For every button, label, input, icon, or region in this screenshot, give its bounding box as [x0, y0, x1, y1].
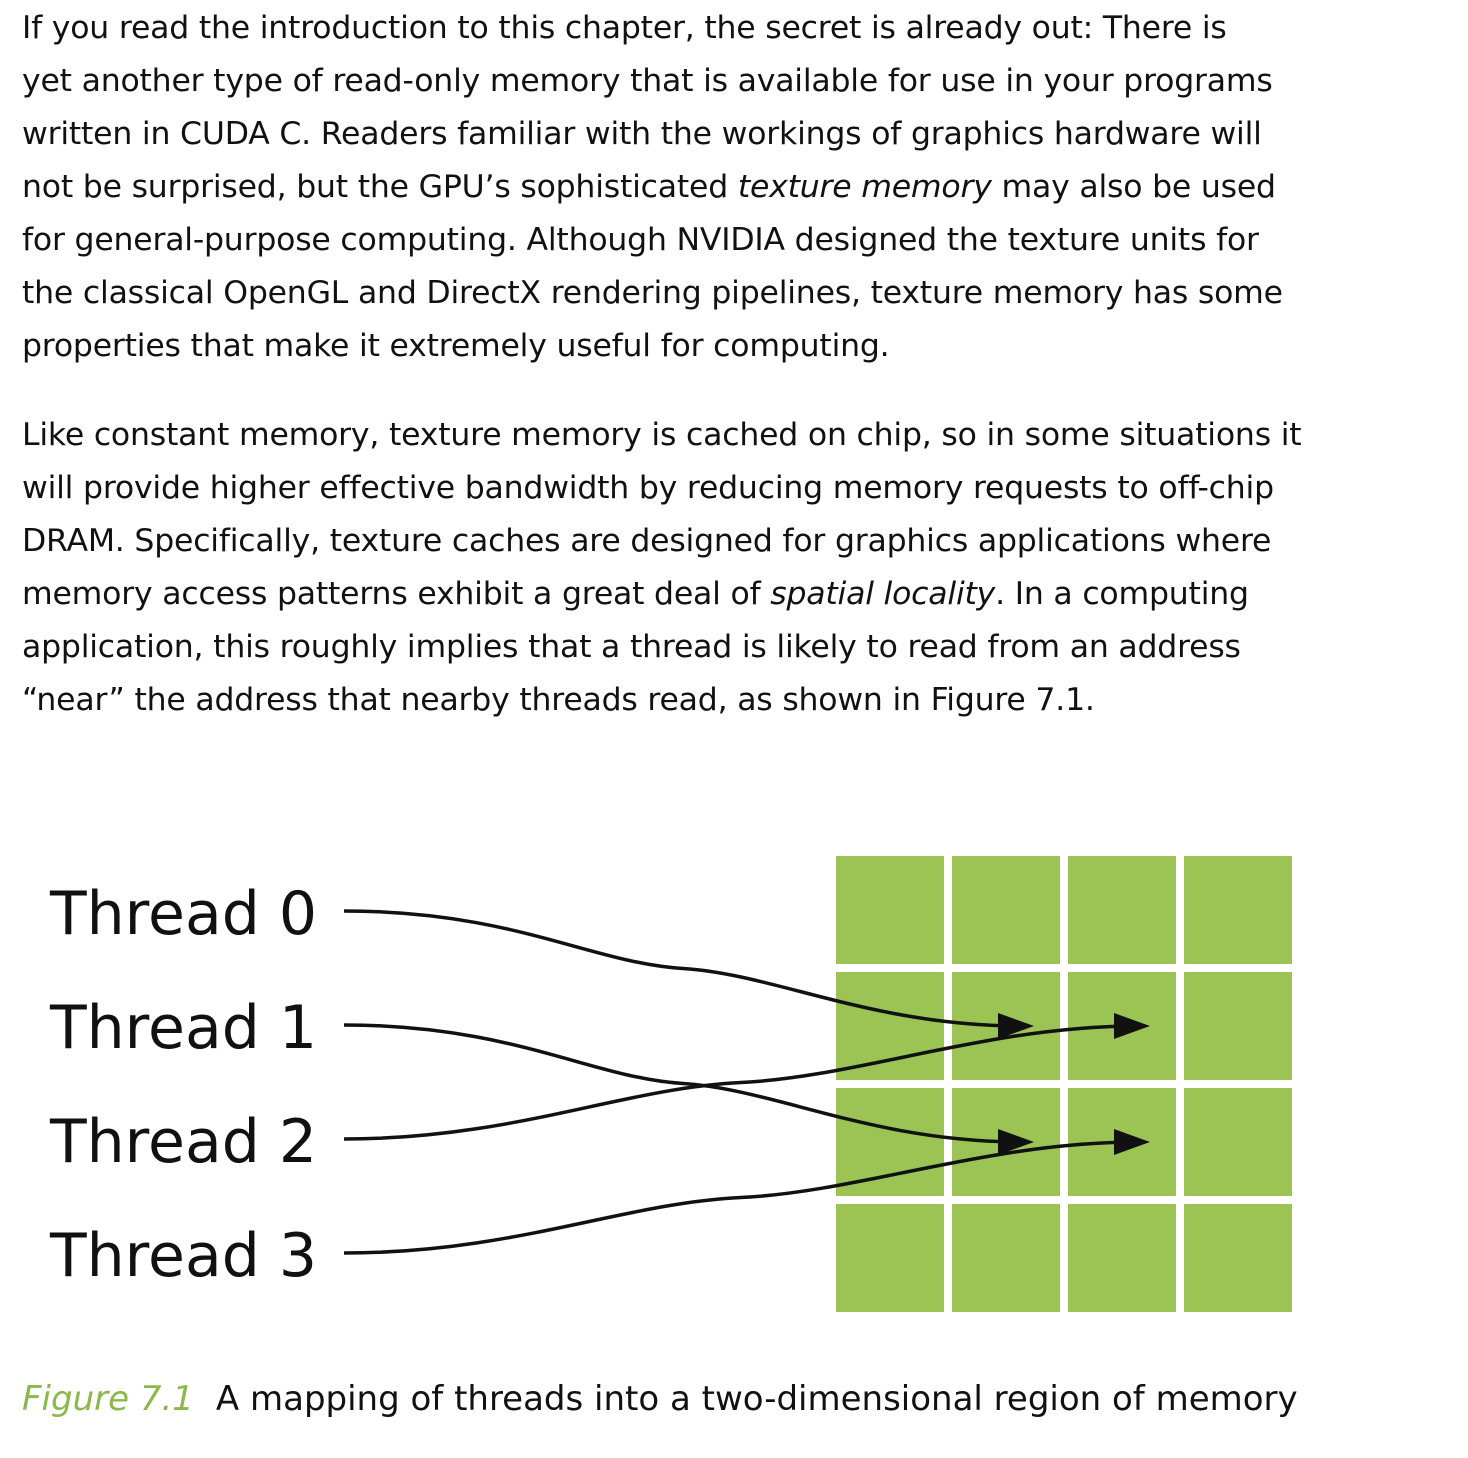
memory-cell-r1-c3	[1184, 972, 1292, 1080]
arrowhead-thread-1	[998, 1129, 1034, 1155]
memory-cell-r2-c3	[1184, 1088, 1292, 1196]
thread-label-3: Thread 3	[49, 1221, 317, 1291]
text-fragment: not be surprised, but the GPU’s sophisti…	[22, 169, 738, 205]
memory-cell-r3-c2	[1068, 1204, 1176, 1312]
memory-cell-r0-c1	[952, 856, 1060, 964]
figure-number: Figure 7.1	[22, 1379, 194, 1419]
text-line: for general-purpose computing. Although …	[22, 222, 1259, 258]
arrowhead-thread-0	[998, 1013, 1034, 1039]
mapping-arrows	[343, 909, 1150, 1255]
emphasis-texture-memory: texture memory	[737, 169, 992, 205]
emphasis-spatial-locality: spatial locality	[770, 576, 996, 612]
text-line: DRAM. Specifically, texture caches are d…	[22, 523, 1272, 559]
memory-cell-r3-c3	[1184, 1204, 1292, 1312]
text-line: application, this roughly implies that a…	[22, 629, 1241, 665]
thread-label-0: Thread 0	[49, 879, 317, 949]
text-fragment: memory access patterns exhibit a great d…	[22, 576, 771, 612]
memory-cell-r0-c0	[836, 856, 944, 964]
text-line: yet another type of read-only memory tha…	[22, 63, 1273, 99]
text-line: the classical OpenGL and DirectX renderi…	[22, 275, 1283, 311]
memory-cell-r2-c0	[836, 1088, 944, 1196]
arrowhead-thread-2	[1114, 1013, 1150, 1039]
arrow-thread-3	[343, 1138, 1139, 1255]
thread-label-2: Thread 2	[49, 1107, 317, 1177]
memory-cell-r0-c3	[1184, 856, 1292, 964]
paragraph-2: Like constant memory, texture memory is …	[22, 409, 1462, 727]
thread-label-1: Thread 1	[49, 993, 317, 1063]
arrowhead-thread-3	[1114, 1129, 1150, 1155]
text-line: Like constant memory, texture memory is …	[22, 417, 1302, 453]
memory-cell-r3-c0	[836, 1204, 944, 1312]
memory-cell-r0-c2	[1068, 856, 1176, 964]
arrow-thread-2	[343, 1022, 1139, 1141]
figure-caption: Figure 7.1 A mapping of threads into a tw…	[22, 1374, 1298, 1424]
thread-mapping-diagram: Thread 0 Thread 1 Thread 2 Thread 3	[49, 856, 1292, 1312]
caption-text: A mapping of threads into a two-dimensio…	[215, 1379, 1298, 1419]
text-line: If you read the introduction to this cha…	[22, 10, 1227, 46]
text-line: written in CUDA C. Readers familiar with…	[22, 116, 1262, 152]
text-fragment: may also be used	[991, 169, 1277, 205]
text-line: “near” the address that nearby threads r…	[22, 682, 1095, 718]
text-line: will provide higher effective bandwidth …	[22, 470, 1274, 506]
paragraph-1: If you read the introduction to this cha…	[22, 2, 1462, 373]
figure-thread-mapping: Thread 0 Thread 1 Thread 2 Thread 3	[0, 840, 1468, 1330]
text-fragment: . In a computing	[995, 576, 1249, 612]
text-line: properties that make it extremely useful…	[22, 328, 890, 364]
arrow-thread-1	[343, 1023, 1023, 1146]
memory-grid	[836, 856, 1292, 1312]
text-line: not be surprised, but the GPU’s sophisti…	[22, 161, 1462, 214]
text-line: memory access patterns exhibit a great d…	[22, 568, 1462, 621]
thread-labels: Thread 0 Thread 1 Thread 2 Thread 3	[49, 879, 317, 1291]
arrow-thread-0	[343, 909, 1023, 1030]
memory-cell-r1-c0	[836, 972, 944, 1080]
memory-cell-r3-c1	[952, 1204, 1060, 1312]
